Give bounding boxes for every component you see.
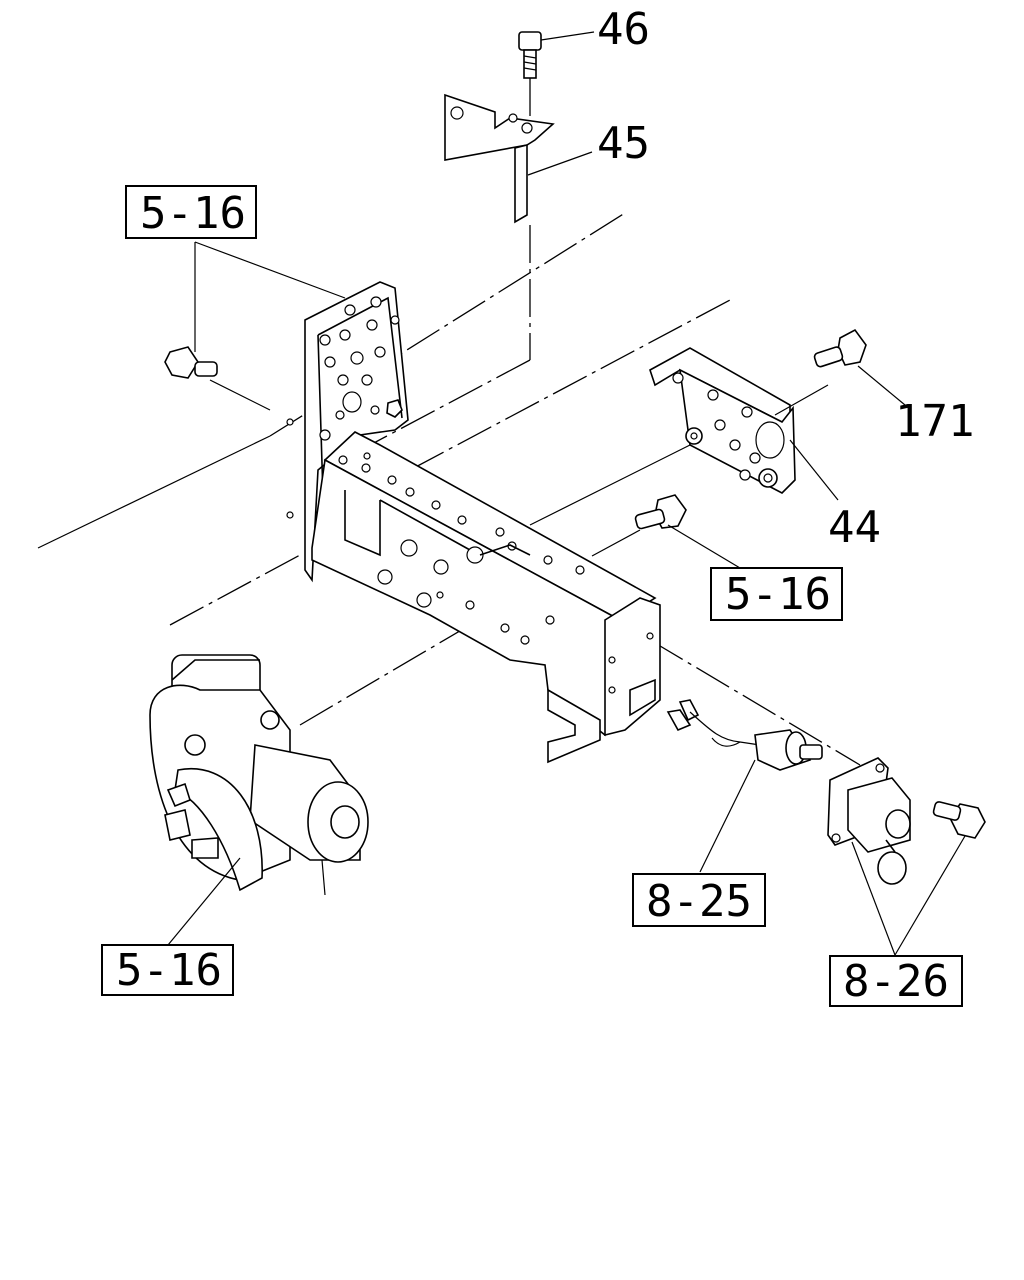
starter-motor <box>149 654 369 896</box>
ref-box-8-26: 8-26 <box>829 955 963 1007</box>
bolt-46 <box>518 31 542 118</box>
ref-box-8-25-text: 8-25 <box>646 876 752 927</box>
ref-box-8-26-text: 8-26 <box>843 956 949 1007</box>
callout-46-text: 46 <box>597 4 650 55</box>
bracket-44 <box>649 347 796 494</box>
ref-box-5-16-top: 5-16 <box>125 185 257 239</box>
callout-46: 46 <box>597 4 650 55</box>
callout-171: 171 <box>895 396 974 447</box>
callout-171-text: 171 <box>895 396 974 447</box>
switch-bracket-8-26 <box>827 757 986 885</box>
callout-44-text: 44 <box>828 502 881 553</box>
crossmember-frame <box>286 281 661 764</box>
callout-45: 45 <box>597 118 650 169</box>
leader-lines <box>167 31 966 956</box>
callout-45-text: 45 <box>597 118 650 169</box>
callout-44: 44 <box>828 502 881 553</box>
ref-box-5-16-bottom: 5-16 <box>101 944 234 996</box>
bolt-left <box>164 346 218 379</box>
bolt-171 <box>813 328 867 368</box>
bolt-middle <box>634 494 687 530</box>
bracket-45 <box>444 93 555 224</box>
ref-box-8-25: 8-25 <box>632 873 766 927</box>
sensor-8-25 <box>666 699 823 771</box>
ref-box-5-16-middle-text: 5-16 <box>725 569 831 620</box>
ref-box-5-16-bottom-text: 5-16 <box>116 945 222 996</box>
ref-box-5-16-middle: 5-16 <box>710 567 843 621</box>
ref-box-5-16-top-text: 5-16 <box>140 188 246 239</box>
